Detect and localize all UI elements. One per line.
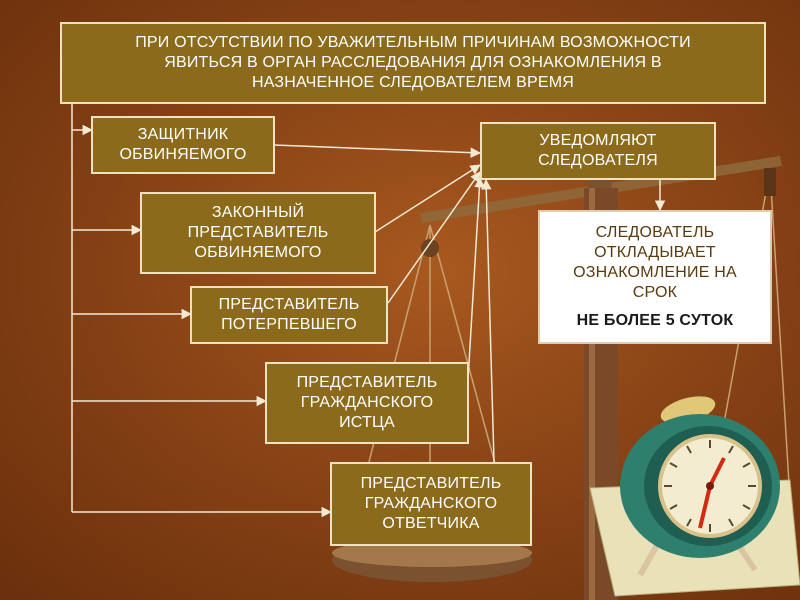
result-label: ОТКЛАДЫВАЕТ bbox=[594, 244, 716, 261]
participant-label: ОБВИНЯЕМОГО bbox=[119, 146, 247, 163]
result-label: СРОК bbox=[632, 284, 678, 301]
notify-label: СЛЕДОВАТЕЛЯ bbox=[538, 152, 658, 169]
participant-label: ПРЕДСТАВИТЕЛЬ bbox=[360, 475, 502, 492]
participant-label: ЗАКОННЫЙ bbox=[211, 204, 305, 221]
participant-label: ЗАЩИТНИК bbox=[137, 126, 229, 143]
participant-civil-defendant-representative-box: ПРЕДСТАВИТЕЛЬ ГРАЖДАНСКОГО ОТВЕТЧИКА bbox=[330, 462, 532, 546]
participant-label: ПОТЕРПЕВШЕГО bbox=[221, 316, 357, 333]
participant-label: ОТВЕТЧИКА bbox=[382, 515, 480, 532]
participant-label: ПРЕДСТАВИТЕЛЬ bbox=[296, 374, 438, 391]
postponement-result-box: СЛЕДОВАТЕЛЬ ОТКЛАДЫВАЕТ ОЗНАКОМЛЕНИЕ НА … bbox=[538, 210, 772, 344]
participant-victim-representative-box: ПРЕДСТАВИТЕЛЬ ПОТЕРПЕВШЕГО bbox=[190, 286, 388, 344]
participant-label: ПРЕДСТАВИТЕЛЬ bbox=[187, 224, 329, 241]
result-label: СЛЕДОВАТЕЛЬ bbox=[595, 224, 715, 241]
notify-investigator-box: УВЕДОМЛЯЮТ СЛЕДОВАТЕЛЯ bbox=[480, 122, 716, 180]
participant-label: ИСТЦА bbox=[339, 414, 395, 431]
participant-legal-representative-box: ЗАКОННЫЙ ПРЕДСТАВИТЕЛЬ ОБВИНЯЕМОГО bbox=[140, 192, 376, 274]
participant-label: ОБВИНЯЕМОГО bbox=[194, 244, 322, 261]
participant-label: ГРАЖДАНСКОГО bbox=[364, 495, 498, 512]
result-label: ОЗНАКОМЛЕНИЕ НА bbox=[573, 264, 737, 281]
header-line-2: ЯВИТЬСЯ В ОРГАН РАССЛЕДОВАНИЯ ДЛЯ ОЗНАКО… bbox=[164, 54, 662, 71]
participant-defender-box: ЗАЩИТНИК ОБВИНЯЕМОГО bbox=[91, 116, 275, 174]
header-line-1: ПРИ ОТСУТСТВИИ ПО УВАЖИТЕЛЬНЫМ ПРИЧИНАМ … bbox=[135, 34, 691, 51]
notify-label: УВЕДОМЛЯЮТ bbox=[539, 132, 657, 149]
result-term-emphasis: НЕ БОЛЕЕ 5 СУТОК bbox=[576, 312, 734, 329]
participant-label: ГРАЖДАНСКОГО bbox=[300, 394, 434, 411]
participant-label: ПРЕДСТАВИТЕЛЬ bbox=[218, 296, 360, 313]
participant-civil-plaintiff-representative-box: ПРЕДСТАВИТЕЛЬ ГРАЖДАНСКОГО ИСТЦА bbox=[265, 362, 469, 444]
header-line-3: НАЗНАЧЕННОЕ СЛЕДОВАТЕЛЕМ ВРЕМЯ bbox=[251, 74, 575, 91]
condition-header-box: ПРИ ОТСУТСТВИИ ПО УВАЖИТЕЛЬНЫМ ПРИЧИНАМ … bbox=[60, 22, 766, 104]
